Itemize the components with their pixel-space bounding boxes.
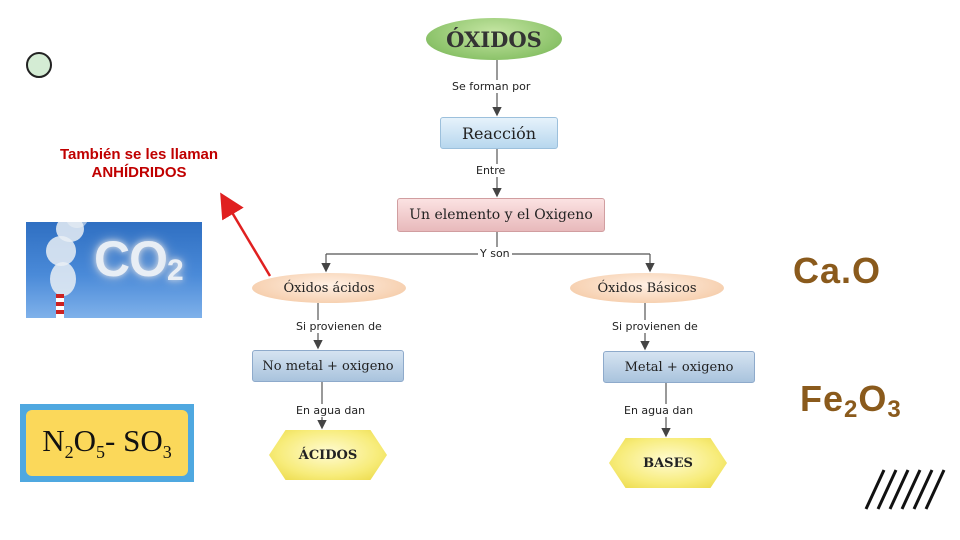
label-provienen-left: Si provienen de [294,320,384,333]
note-line-2: ANHÍDRIDOS [91,164,187,181]
node-bases: BASES [609,438,727,488]
label-agua-left: En agua dan [294,404,368,417]
co2-photo-text: CO2 [94,231,184,287]
fe2o3-formula: Fe2O3 [800,378,902,423]
co2-photo: CO2 [26,222,202,318]
label-y-son: Y son [478,247,512,260]
node-acids: ÁCIDOS [269,430,387,480]
red-arrow [220,192,272,277]
node-oxidos: ÓXIDOS [426,18,562,60]
node-metal-oxygen: Metal + oxigeno [603,351,755,383]
chimney [56,294,64,318]
label-agua-right: En agua dan [622,404,696,417]
label-entre: Entre [474,164,508,177]
corner-hatch [864,469,946,510]
slide-marker-circle [26,52,52,78]
note-line-1: También se les llaman [59,146,219,163]
node-element-oxygen: Un elemento y el Oxigeno [397,198,605,232]
node-nonmetal-oxygen: No metal + oxigeno [252,350,404,382]
cao-formula: Ca.O [793,250,882,291]
node-reaccion: Reacción [440,117,558,149]
acid-oxides-formula: N2O5- SO3 [42,422,172,463]
label-provienen-right: Si provienen de [610,320,700,333]
anhydrides-note: También se les llaman ANHÍDRIDOS [30,146,248,182]
node-basic-oxides: Óxidos Básicos [570,273,724,303]
node-acid-oxides: Óxidos ácidos [252,273,406,303]
label-se-forman-por: Se forman por [450,80,533,93]
acid-oxides-formula-card: N2O5- SO3 [20,404,194,482]
